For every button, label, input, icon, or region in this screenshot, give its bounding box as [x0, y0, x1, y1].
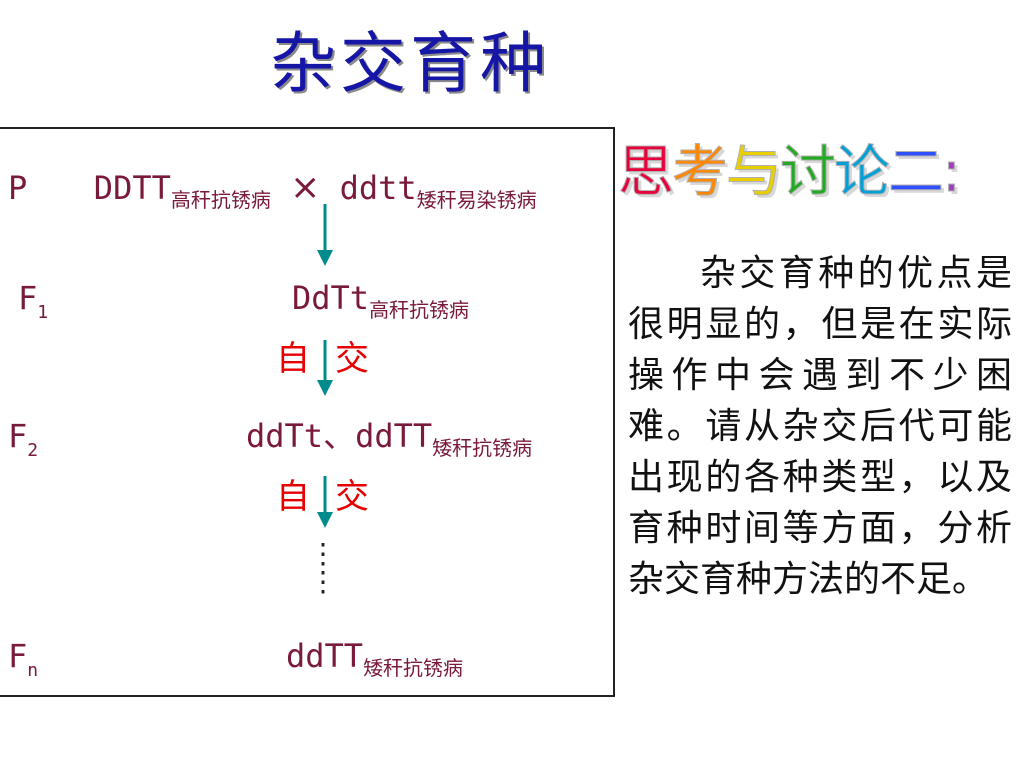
f2-label: F: [8, 417, 28, 455]
selfing-label-left: 自: [276, 477, 310, 517]
fn-label: F: [8, 637, 28, 675]
selfing-label-right: 交: [335, 477, 369, 517]
parent2-genotype: ddtt: [339, 169, 417, 207]
parent1-phenotype: 高秆抗锈病: [170, 188, 271, 212]
selfing-label-left: 自: [276, 339, 310, 379]
f2-subscript: 2: [27, 440, 39, 461]
parent2-phenotype: 矮秆易染锈病: [416, 188, 537, 212]
ellipsis-dots: ⋮: [309, 537, 337, 570]
f1-phenotype: 高秆抗锈病: [369, 298, 470, 322]
page-title: 杂交育种: [270, 25, 550, 102]
f1-subscript: 1: [37, 302, 49, 323]
discussion-title-char: 考: [672, 140, 729, 205]
f2-genotype: ddTt、ddTT: [246, 417, 433, 455]
f1-label: F: [18, 279, 38, 317]
f2-row: F2: [8, 417, 38, 460]
selfing-label-right: 交: [335, 339, 369, 379]
discussion-title-char: 思: [618, 140, 675, 205]
discussion-title-char: 讨: [780, 140, 837, 205]
f1-genotype: DdTt: [292, 279, 370, 317]
cross-symbol: ×: [290, 167, 321, 208]
fn-genotype-row: ddTT矮秆抗锈病: [286, 637, 463, 678]
fn-subscript: n: [27, 660, 39, 681]
fn-genotype: ddTT: [286, 637, 364, 675]
discussion-title-char: 二: [888, 140, 945, 205]
cross-diagram-box: [0, 127, 615, 697]
p-label: P: [8, 169, 28, 207]
f1-genotype-row: DdTt高秆抗锈病: [292, 279, 469, 320]
discussion-title-char: 与: [726, 140, 783, 205]
p-row: P DDTT高秆抗锈病 × ddtt矮秆易染锈病: [8, 167, 537, 211]
down-arrow-icon: [317, 476, 333, 528]
discussion-title-char: 论: [834, 140, 891, 205]
ellipsis-dots: ⋮: [309, 565, 337, 598]
down-arrow-icon: [317, 204, 333, 266]
f2-genotype-row: ddTt、ddTT矮秆抗锈病: [246, 417, 532, 458]
parent1-genotype: DDTT: [93, 169, 171, 207]
down-arrow-icon: [317, 340, 333, 396]
fn-phenotype: 矮秆抗锈病: [363, 656, 464, 680]
fn-row: Fn: [8, 637, 38, 680]
f2-phenotype: 矮秆抗锈病: [432, 436, 533, 460]
discussion-title: 思考与讨论二:: [618, 144, 962, 201]
f1-row: F1: [18, 279, 48, 322]
discussion-title-char: :: [942, 140, 962, 205]
discussion-body: 杂交育种的优点是很明显的，但是在实际操作中会遇到不少困难。请从杂交后代可能出现的…: [628, 253, 1012, 600]
